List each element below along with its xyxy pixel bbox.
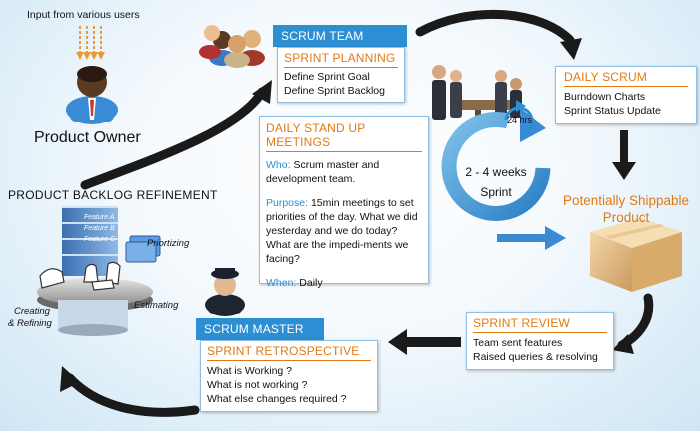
sprint-label: Sprint (480, 185, 512, 199)
arrow-to-scrum-team (80, 87, 267, 190)
sprint-retrospective-card: SPRINT RETROSPECTIVE What is Working ? W… (200, 340, 378, 412)
sprint-cycle-icon (441, 100, 566, 250)
shippable-product-label: Potentially Shippable Product (562, 193, 690, 225)
scrum-master-header: SCRUM MASTER (196, 318, 324, 340)
backlog-platform-icon (37, 206, 161, 336)
estimating-label: Estimating (134, 300, 179, 311)
retrospective-item: What else changes required ? (207, 393, 347, 405)
sprint-review-title: SPRINT REVIEW (473, 316, 571, 330)
when-label: When: (266, 277, 297, 289)
scrum-team-panel: SCRUM TEAM SPRINT PLANNING Define Sprint… (273, 25, 407, 103)
purpose-label: Purpose: (266, 197, 309, 209)
daily-scrum-card: DAILY SCRUM Burndown Charts Sprint Statu… (555, 66, 697, 124)
sprint-planning-item: Define Sprint Backlog (284, 85, 385, 97)
daily-scrum-title: DAILY SCRUM (564, 70, 648, 84)
standup-when: When: Daily (266, 276, 422, 290)
daily-standup-card: DAILY STAND UP MEETINGS Who: Scrum maste… (259, 116, 429, 289)
arrow-down-to-product (620, 130, 628, 164)
input-label: Input from various users (27, 9, 140, 21)
feature-c-label: Feature C (84, 236, 116, 243)
who-text: Scrum master and development team. (266, 159, 380, 185)
standup-who: Who: Scrum master and development team. (266, 158, 422, 186)
standup-title: DAILY STAND UP MEETINGS (266, 121, 366, 149)
scrum-master-panel: SCRUM MASTER SPRINT RETROSPECTIVE What i… (196, 318, 380, 412)
purpose-text: 15min meetings to set priorities of the … (266, 197, 418, 265)
scrum-team-icon (199, 25, 265, 68)
retrospective-title: SPRINT RETROSPECTIVE (207, 344, 360, 358)
sprint-review-item: Team sent features (473, 337, 563, 349)
sprint-planning-title: SPRINT PLANNING (284, 51, 396, 65)
hours-label: 24 hrs (507, 115, 533, 125)
backlog-refinement-title: PRODUCT BACKLOG REFINEMENT (8, 188, 218, 202)
shippable-box-icon (590, 218, 682, 292)
sprint-planning-item: Define Sprint Goal (284, 71, 370, 83)
daily-scrum-item: Burndown Charts (564, 91, 646, 103)
scrum-master-icon (205, 268, 245, 316)
who-label: Who: (266, 159, 291, 171)
product-owner-icon (66, 66, 118, 124)
retrospective-item: What is not working ? (207, 379, 308, 391)
scrum-team-header: SCRUM TEAM (273, 25, 407, 47)
arrow-to-daily-scrum (415, 9, 575, 45)
sprint-center-label: 2 - 4 weeks Sprint (456, 165, 536, 199)
arrow-to-backlog (65, 373, 200, 417)
prioritizing-label: Priortizing (147, 238, 190, 249)
refining-label: & Refining (8, 318, 52, 329)
sprint-review-item: Raised queries & resolving (473, 351, 598, 363)
feature-b-label: Feature B (84, 225, 115, 232)
retrospective-item: What is Working ? (207, 365, 292, 377)
sprint-weeks: 2 - 4 weeks (465, 165, 527, 179)
daily-scrum-item: Sprint Status Update (564, 105, 661, 117)
product-owner-label: Product Owner (34, 129, 141, 146)
sprint-planning-card: SPRINT PLANNING Define Sprint Goal Defin… (277, 47, 405, 103)
meeting-people-icon (432, 65, 522, 128)
creating-label: Creating (14, 306, 50, 317)
input-arrows-icon (79, 26, 102, 52)
feature-a-label: Feature A (84, 214, 115, 221)
standup-purpose: Purpose: 15min meetings to set prioritie… (266, 196, 422, 266)
when-text: Daily (299, 277, 323, 289)
arrow-to-scrum-master (405, 337, 461, 347)
sprint-review-card: SPRINT REVIEW Team sent features Raised … (466, 312, 614, 370)
